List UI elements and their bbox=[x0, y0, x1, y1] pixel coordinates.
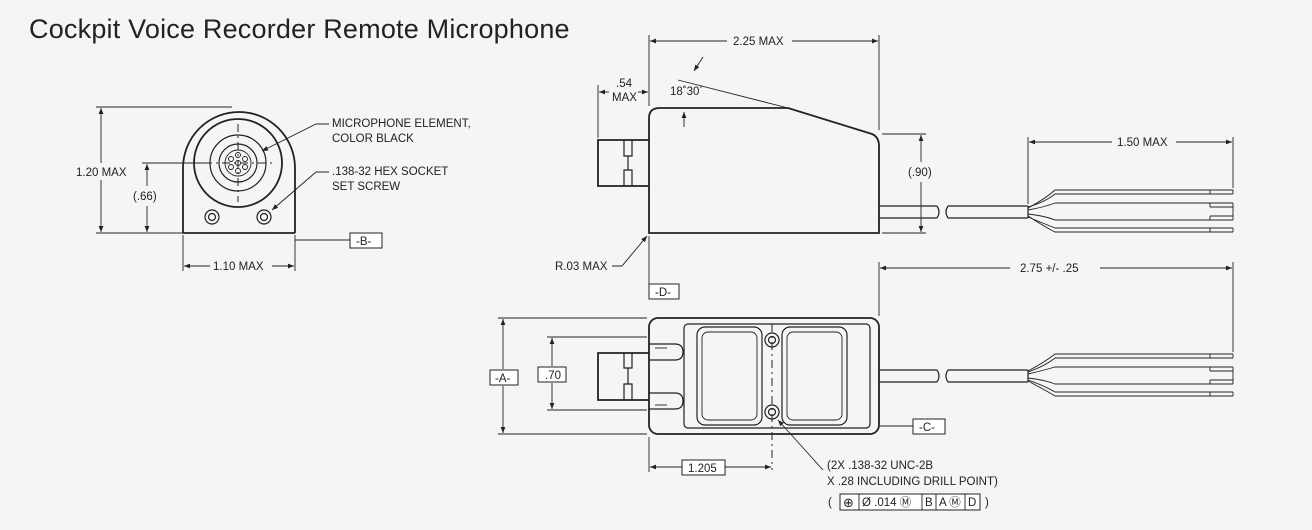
dim-spacing-70: .70 bbox=[545, 370, 561, 382]
front-view: 1.20 MAX (.66) 1.10 MAX -B- MICROPHONE E… bbox=[76, 106, 471, 273]
fcf-tolerance: Ø .014 Ⓜ bbox=[862, 496, 912, 509]
top-view: 2.75 +/- .25 -A- .70 -C- 1.205 bbox=[489, 262, 1234, 511]
dim-width-1-10: 1.10 MAX bbox=[213, 261, 264, 273]
datum-c: -C- bbox=[919, 422, 935, 434]
datum-b: -B- bbox=[356, 236, 372, 248]
fcf-datum-b: B bbox=[925, 497, 933, 509]
top-window-right bbox=[781, 326, 848, 426]
dim-hole-1-205: 1.205 bbox=[688, 463, 717, 475]
feature-control-frame: ( ⊕ Ø .014 Ⓜ B A Ⓜ D ) bbox=[828, 493, 989, 511]
set-screw-right bbox=[256, 209, 272, 225]
fcf-position-symbol: ⊕ bbox=[843, 495, 854, 510]
note-screw-line2: SET SCREW bbox=[332, 181, 400, 193]
fcf-datum-d: D bbox=[968, 497, 976, 509]
front-view-body-outline bbox=[182, 111, 296, 233]
note-microphone-line2: COLOR BLACK bbox=[332, 133, 414, 145]
dim-height-1-20: 1.20 MAX bbox=[76, 167, 127, 179]
note-microphone-line1: MICROPHONE ELEMENT, bbox=[332, 118, 471, 130]
set-screw-left bbox=[204, 209, 220, 225]
datum-a: -A- bbox=[495, 373, 511, 385]
radius-r03: R.03 MAX bbox=[555, 261, 608, 273]
angle-18-30: 18˚30´ bbox=[670, 86, 703, 98]
dim-connector-max: MAX bbox=[612, 92, 637, 104]
side-view: 2.25 MAX .54 MAX 18˚30´ (.90) 1.50 MAX bbox=[555, 35, 1234, 300]
datum-d: -D- bbox=[655, 287, 671, 299]
note-screw-line1: .138-32 HEX SOCKET bbox=[332, 166, 448, 178]
top-housing bbox=[648, 317, 880, 435]
dim-wire-end-1-50: 1.50 MAX bbox=[1117, 137, 1168, 149]
top-lead-wires bbox=[1027, 353, 1234, 397]
note-holes-line2: X .28 INCLUDING DRILL POINT) bbox=[827, 476, 998, 488]
top-window-left bbox=[696, 326, 763, 426]
fcf-open-paren: ( bbox=[828, 497, 832, 509]
side-housing bbox=[648, 107, 880, 234]
side-lead-wires bbox=[1027, 189, 1234, 233]
fcf-close-paren: ) bbox=[985, 497, 989, 509]
dim-connector-54: .54 bbox=[616, 78, 633, 90]
dim-height-90: (.90) bbox=[908, 167, 932, 179]
note-holes-line1: (2X .138-32 UNC-2B bbox=[827, 460, 933, 472]
dim-length-2-25: 2.25 MAX bbox=[733, 36, 784, 48]
page-title: Cockpit Voice Recorder Remote Microphone bbox=[29, 14, 570, 44]
fcf-datum-a: A Ⓜ bbox=[939, 496, 961, 509]
dim-wire-length-2-75: 2.75 +/- .25 bbox=[1020, 263, 1079, 275]
dim-center-66: (.66) bbox=[133, 191, 157, 203]
